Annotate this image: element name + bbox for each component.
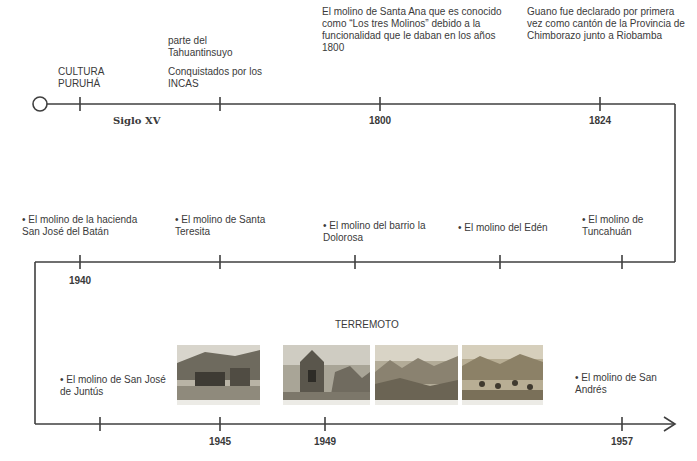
tick <box>621 255 623 269</box>
era-label: CULTURA PURUHÁ <box>58 66 120 90</box>
photo-person <box>479 381 485 387</box>
start-circle <box>33 97 47 111</box>
photo-person <box>527 384 533 390</box>
photo-vehicle <box>230 368 250 386</box>
mill-label: • El molino de la hacienda San José del … <box>22 214 157 238</box>
photo-vehicle <box>195 372 225 386</box>
photo-rubble <box>375 356 458 384</box>
year-label-box: 1824 <box>589 115 611 127</box>
mill-label: • El molino de San José de Juntús <box>60 374 170 398</box>
tick <box>99 417 101 431</box>
era-label-box: CULTURA PURUHÁ <box>58 66 120 90</box>
year-label-box: 1957 <box>611 436 633 448</box>
photo <box>462 345 543 405</box>
mill-label-box: • El molino de la hacienda San José del … <box>22 214 157 238</box>
photo-window <box>308 370 316 382</box>
event-label: El molino de Santa Ana que es conocido c… <box>322 6 512 54</box>
photo <box>375 345 458 405</box>
tick <box>379 97 381 111</box>
photo <box>177 345 260 405</box>
event-label: Conquistados por los INCAS <box>168 66 268 90</box>
mill-label: • El molino del barrio la Dolorosa <box>323 220 443 244</box>
timeline-line <box>47 103 675 105</box>
mill-label-box: • El molino de Tuncahuán <box>582 214 670 238</box>
year-label: 1957 <box>611 436 633 448</box>
mill-label: • El molino de Tuncahuán <box>582 214 670 238</box>
mill-label: • El molino de San Andrés <box>575 372 667 396</box>
year-label: 1940 <box>69 275 91 287</box>
photo-sky <box>375 345 458 361</box>
photo-sky <box>283 345 370 365</box>
year-label-box: 1949 <box>314 436 336 448</box>
year-label: 1824 <box>589 115 611 127</box>
timeline-line <box>34 262 36 424</box>
photo-ground <box>283 345 370 405</box>
year-label-box: 1945 <box>209 436 231 448</box>
photo-ruin <box>462 354 543 380</box>
event-label-box: parte del Tahuantinsuyo <box>168 35 243 59</box>
tick <box>354 255 356 269</box>
photo-rubble <box>462 390 543 400</box>
event-label-box: Conquistados por los INCAS <box>168 66 268 90</box>
arrow-head <box>664 417 675 431</box>
photo-ground <box>462 345 543 405</box>
event-heading-box: TERREMOTO <box>335 319 455 331</box>
photo-strip <box>462 400 543 405</box>
event-label: parte del Tahuantinsuyo <box>168 35 243 59</box>
mill-label-box: • El molino de San Andrés <box>575 372 667 396</box>
year-label: 1800 <box>369 115 391 127</box>
photo-person <box>512 380 518 386</box>
mill-label-box: • El molino del Edén <box>458 222 573 234</box>
photo-strip <box>283 400 370 405</box>
mill-label-box: • El molino de San José de Juntús <box>60 374 170 398</box>
year-label: 1949 <box>314 436 336 448</box>
event-heading: TERREMOTO <box>335 319 455 331</box>
tick <box>219 97 221 111</box>
photo <box>283 345 370 405</box>
mill-label-box: • El molino del barrio la Dolorosa <box>323 220 443 244</box>
tick <box>79 97 81 111</box>
photo-strip <box>177 400 260 405</box>
century-label-box: Siglo XV <box>113 115 193 127</box>
century-label: Siglo XV <box>113 115 193 127</box>
event-label: Guano fue declarado por primera vez como… <box>527 6 689 42</box>
photo-ground <box>375 345 458 405</box>
photo-rubble <box>375 378 458 400</box>
photo-street <box>177 386 260 400</box>
tick <box>219 255 221 269</box>
event-label-box: Guano fue declarado por primera vez como… <box>527 6 689 42</box>
tick <box>324 417 326 431</box>
photo-ground <box>177 345 260 405</box>
tick <box>621 417 623 431</box>
mill-label-box: • El molino de Santa Teresita <box>175 214 285 238</box>
year-label: 1945 <box>209 436 231 448</box>
year-label-box: 1940 <box>69 275 91 287</box>
tick <box>499 255 501 269</box>
mill-label: • El molino del Edén <box>458 222 573 234</box>
timeline-line <box>674 104 676 262</box>
photo-person <box>495 383 501 389</box>
mill-label: • El molino de Santa Teresita <box>175 214 285 238</box>
tick <box>599 97 601 111</box>
timeline-path <box>33 97 675 431</box>
event-label-box: El molino de Santa Ana que es conocido c… <box>322 6 512 54</box>
photo-sky <box>462 345 543 359</box>
photo-rubble <box>283 392 370 405</box>
timeline-line <box>35 423 674 425</box>
photo-strip <box>375 400 458 405</box>
tick <box>219 417 221 431</box>
tick <box>79 255 81 269</box>
year-label-box: 1800 <box>369 115 391 127</box>
